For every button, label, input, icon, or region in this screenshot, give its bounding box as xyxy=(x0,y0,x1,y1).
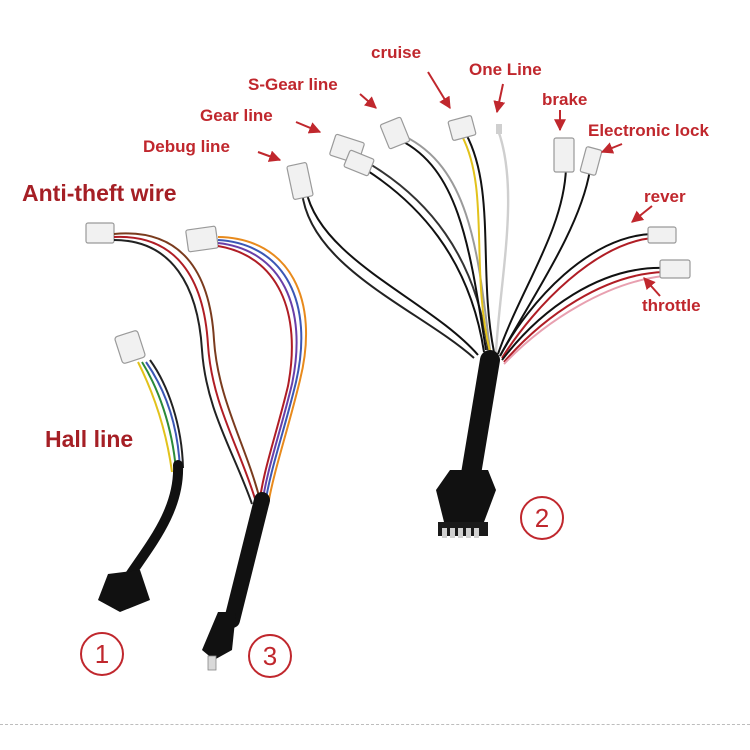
anti-theft-wire-label: Anti-theft wire xyxy=(22,180,177,206)
s-gear-line-label: S-Gear line xyxy=(248,75,338,94)
hall-line-harness xyxy=(98,330,184,612)
throttle-label: throttle xyxy=(642,296,701,315)
brake-label: brake xyxy=(542,90,588,109)
bottom-divider xyxy=(0,724,750,725)
number-two-badge: 2 xyxy=(520,496,564,540)
number-one-badge: 1 xyxy=(80,632,124,676)
debug-line-label: Debug line xyxy=(143,137,230,156)
one-line-label: One Line xyxy=(469,60,542,79)
gear-line-label: Gear line xyxy=(200,106,273,125)
anti-theft-wire-harness xyxy=(85,222,308,671)
hall-line-label: Hall line xyxy=(45,426,134,452)
electronic-lock-label: Electronic lock xyxy=(588,121,709,140)
main-harness xyxy=(286,115,691,538)
number-three-badge: 3 xyxy=(248,634,292,678)
rever-label: rever xyxy=(644,187,686,206)
label-arrows xyxy=(257,71,661,297)
cruise-label: cruise xyxy=(371,43,422,62)
